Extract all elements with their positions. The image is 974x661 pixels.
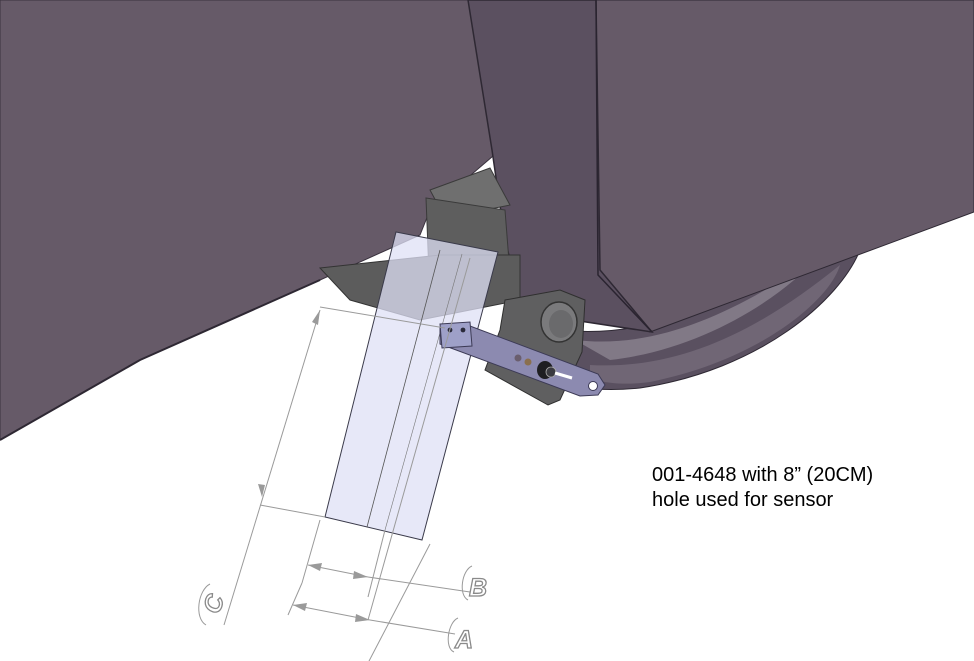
caption-line-2: hole used for sensor [652,489,834,511]
dim-c-arrow-bottom [258,484,265,497]
hull-right-face [594,0,974,333]
panel-inner-line-2 [384,253,463,531]
sensor-caption: 001-4648 with 8” (20CM) hole used for se… [652,463,972,513]
dim-b-ext-left [301,519,321,584]
dim-c-extension-top [319,306,446,329]
dim-a-leader [369,619,456,635]
dim-b-leader [367,576,471,593]
dim-a-ext-left [287,582,303,616]
dim-a-arrow-right [355,614,370,622]
dim-c-line [223,309,321,626]
curved-pipe-highlight [575,255,820,360]
caption-line-1: 001-4648 with 8” (20CM) [652,464,874,486]
strap-hole-end [588,381,598,391]
dim-b-text: B [469,574,487,602]
dim-a-text: A [454,626,473,654]
pipe-lower-band [590,265,840,384]
sensor-panel [324,231,499,541]
hull-bottom-edge [0,279,321,441]
dim-b-arrow-left [308,563,322,571]
strap-hole-1 [514,354,522,362]
dim-c-arrow-top [312,310,320,325]
mount-hole-inner [549,310,573,338]
dim-b-arrow-right [353,571,368,579]
dimension-arrows [258,310,370,622]
dim-a-panel-line [367,257,471,621]
strap-bolt-2 [460,327,466,333]
dim-a-ext-right [368,543,431,661]
hull-right-corner-edge [595,0,653,333]
sensor-pin [554,371,573,380]
strap-end-plate [439,321,473,349]
strap-hole-2 [524,358,532,366]
mounting-strap [439,325,606,397]
dim-label-a: A [447,617,474,655]
dim-a-arrow-left [293,603,307,611]
panel-inner-line-1 [366,249,441,528]
dim-b-ext-right [367,529,386,598]
sensor-knob-cap [545,366,557,378]
dim-c-text: C [198,590,231,617]
dim-label-b: B [461,565,488,603]
dim-c-extension-bottom [259,504,326,518]
